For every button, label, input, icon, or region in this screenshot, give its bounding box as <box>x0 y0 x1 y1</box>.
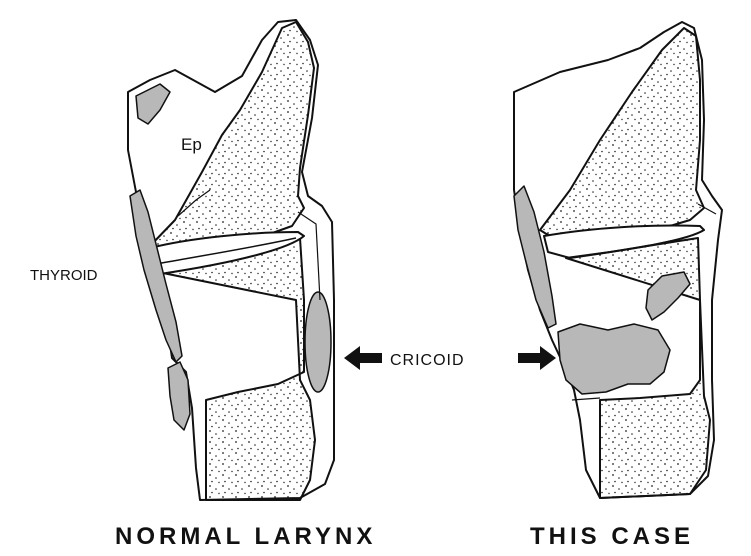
case-cricoid-shade <box>558 324 670 394</box>
this-case-drawing <box>514 22 722 498</box>
arrow-right-icon <box>518 346 556 370</box>
case-arytenoid <box>540 28 704 240</box>
normal-larynx-drawing <box>128 20 334 500</box>
caption-this-case: THIS CASE <box>530 523 694 550</box>
arrow-left-icon <box>344 346 382 370</box>
thyroid-label: THYROID <box>30 267 98 284</box>
cricoid-label: CRICOID <box>390 352 465 369</box>
normal-arytenoid <box>150 22 314 250</box>
normal-epiglottis-shade <box>136 84 170 124</box>
caption-normal-larynx: NORMAL LARYNX <box>115 523 376 550</box>
case-thyroid-shade <box>514 186 556 328</box>
normal-cricoid-shade <box>305 292 331 392</box>
ep-label: Ep <box>181 135 202 154</box>
